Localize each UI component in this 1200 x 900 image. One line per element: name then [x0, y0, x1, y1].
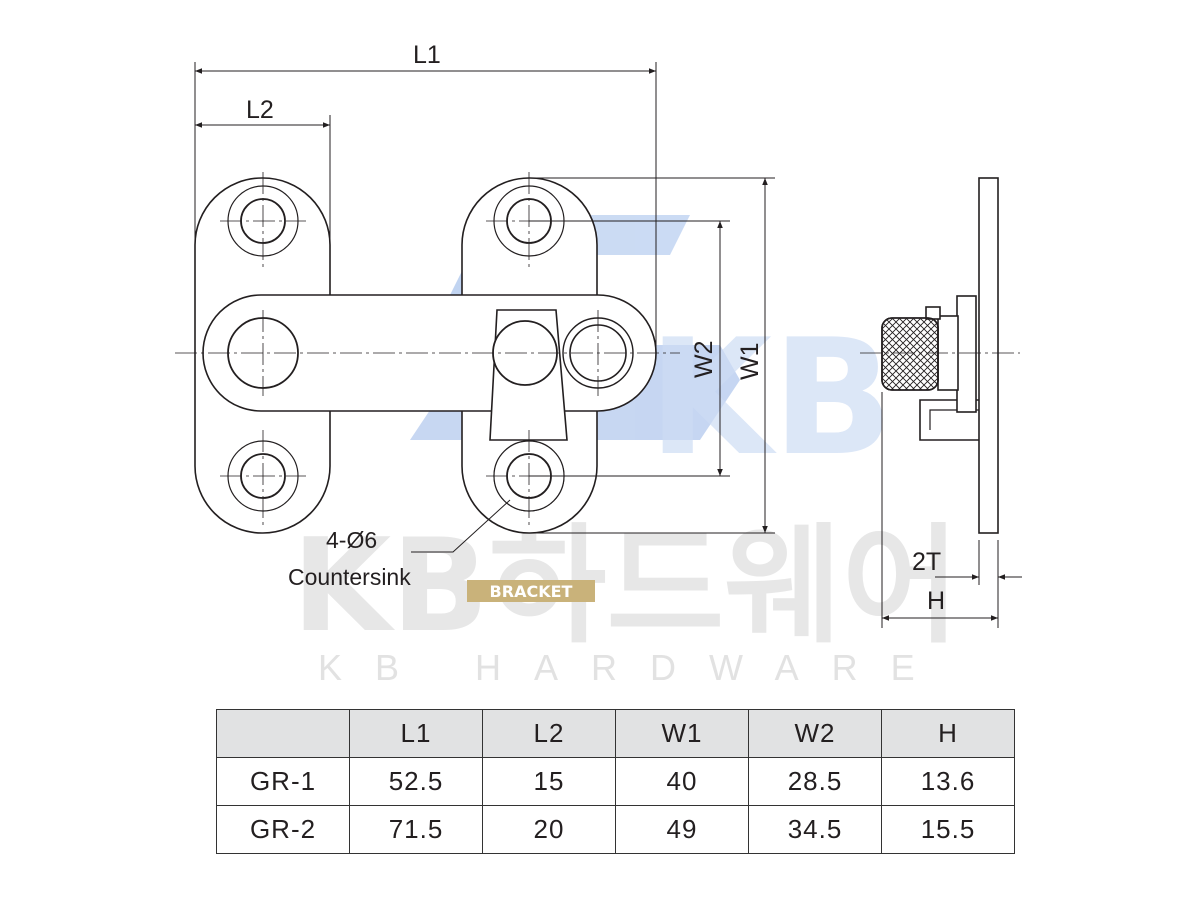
table-cell: 20: [482, 805, 616, 854]
table-cell: GR-1: [216, 757, 350, 806]
dim-label-w1: W1: [736, 343, 764, 381]
base-plate-side: [978, 177, 999, 534]
table-header-cell: L2: [482, 709, 616, 758]
front-view: [194, 177, 657, 534]
hole-callout: 4-Ø6 Countersink: [288, 499, 511, 590]
table-header-row: L1 L2 W1 W2 H: [216, 709, 1015, 758]
table-row: GR-2 71.5 20 49 34.5 15.5: [216, 805, 1015, 854]
table-header-cell: W2: [748, 709, 882, 758]
side-dimension-lines: [881, 392, 1022, 628]
arm-side: [956, 295, 977, 413]
table-header-cell: W1: [615, 709, 749, 758]
table-header-cell: [216, 709, 350, 758]
table-cell: 34.5: [748, 805, 882, 854]
table-cell: 15: [482, 757, 616, 806]
side-view: [881, 177, 999, 534]
table-header-cell: H: [881, 709, 1015, 758]
bracket-bend: [919, 399, 979, 441]
hole-callout-label: 4-Ø6: [326, 527, 377, 553]
table-cell: 71.5: [349, 805, 483, 854]
category-badge: BRACKET: [467, 580, 595, 602]
kb-logo-letters: KB: [648, 304, 894, 491]
table-cell: 49: [615, 805, 749, 854]
spec-table: L1 L2 W1 W2 H GR-1 52.5 15 40 28.5 13.6 …: [216, 709, 1015, 854]
dim-label-w2: W2: [690, 341, 718, 379]
technical-drawing: KB KB하드웨어 KB HARDWARE: [175, 41, 1022, 688]
dimension-lines: [194, 62, 775, 534]
hole-callout-note: Countersink: [288, 564, 411, 590]
table-cell: 15.5: [881, 805, 1015, 854]
table-cell: 13.6: [881, 757, 1015, 806]
table-cell: 52.5: [349, 757, 483, 806]
knurled-knob: [881, 317, 939, 391]
table-cell: GR-2: [216, 805, 350, 854]
category-badge-label: BRACKET: [490, 582, 573, 601]
brand-watermark-en: KB HARDWARE: [318, 647, 948, 688]
dim-label-l1: L1: [413, 41, 441, 69]
table-row: GR-1 52.5 15 40 28.5 13.6: [216, 757, 1015, 806]
brand-watermark: KB하드웨어: [292, 512, 960, 661]
dim-label-2t: 2T: [912, 548, 941, 576]
pin-side: [925, 306, 941, 320]
table-header-cell: L1: [349, 709, 483, 758]
table-cell: 28.5: [748, 757, 882, 806]
dim-label-l2: L2: [246, 96, 274, 124]
dim-label-h: H: [927, 587, 945, 615]
table-cell: 40: [615, 757, 749, 806]
